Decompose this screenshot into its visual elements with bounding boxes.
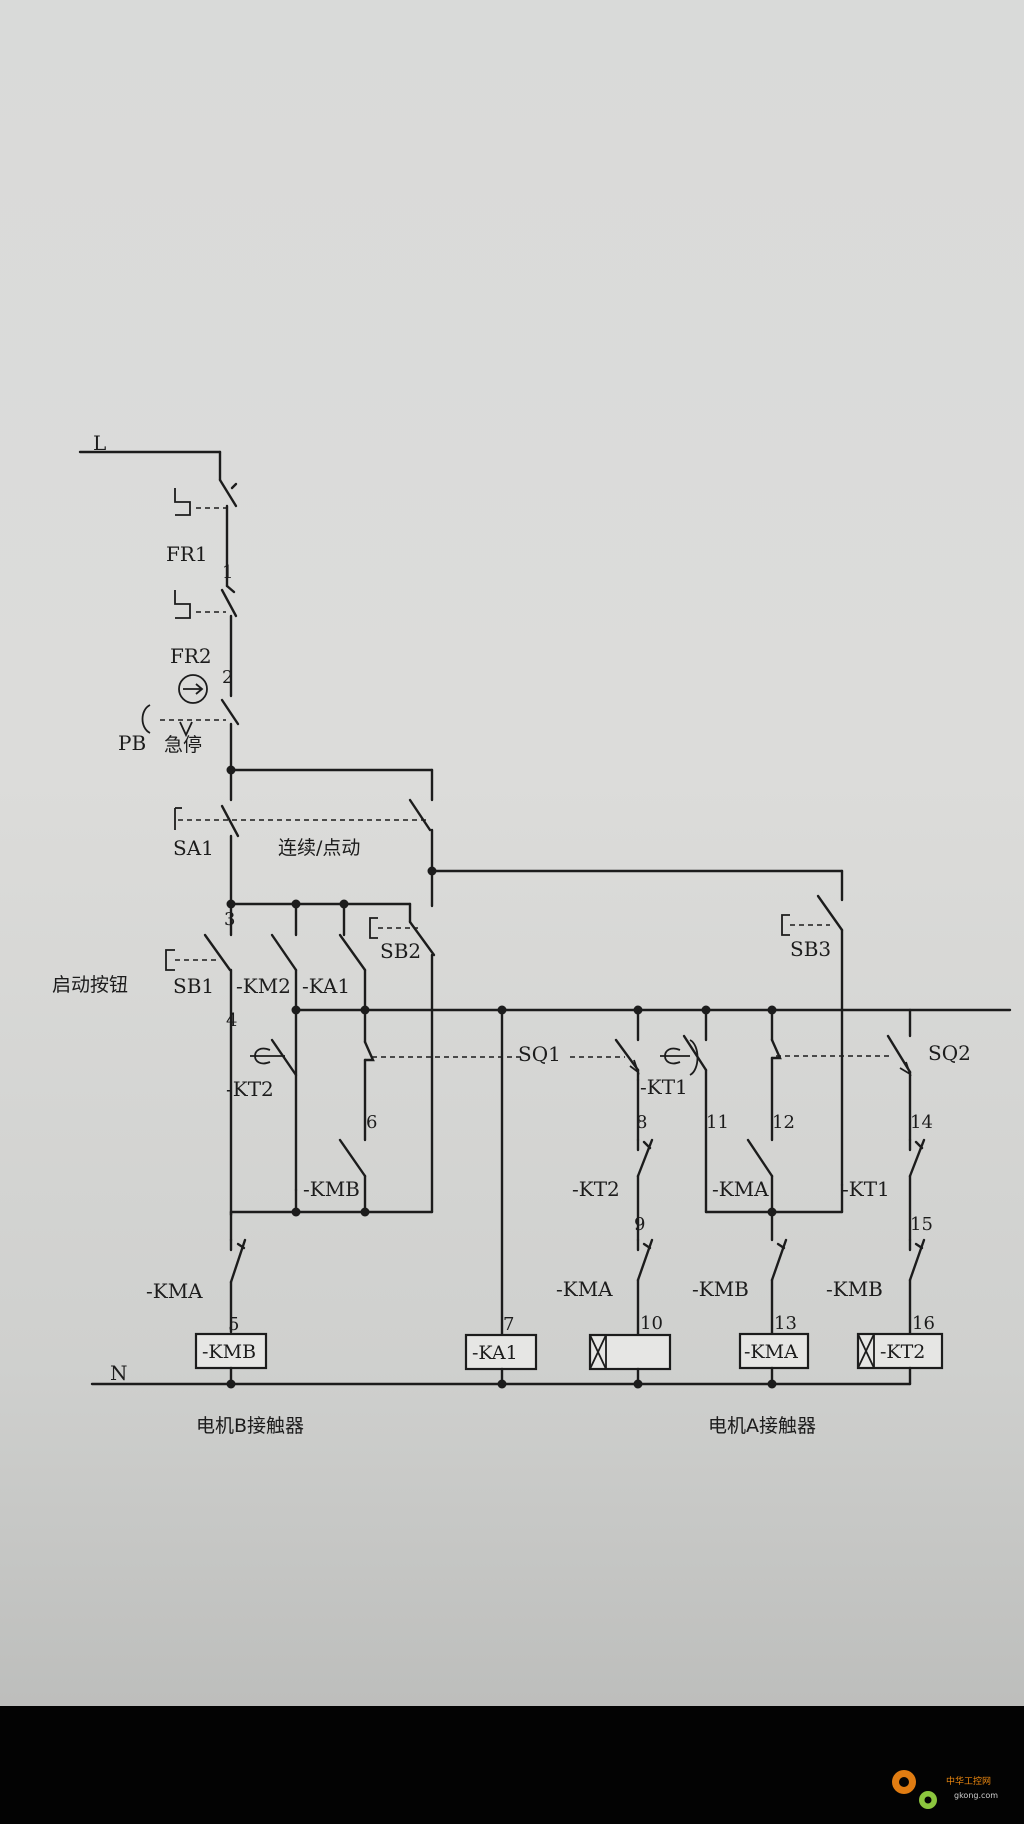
- wire-1: 1: [222, 562, 233, 583]
- wire-9: 9: [634, 1214, 645, 1235]
- wire-4: 4: [226, 1010, 237, 1031]
- watermark-url: gkong.com: [954, 1791, 998, 1800]
- sa1-selector: [174, 768, 434, 908]
- label-kmb-coil: -KMB: [202, 1341, 256, 1363]
- kmb-contact-bottom2: [908, 1138, 926, 1242]
- wire-12: 12: [772, 1112, 795, 1133]
- label-neutral-rail: N: [110, 1361, 128, 1385]
- sq-contact-12: [770, 1038, 782, 1142]
- wire-14: 14: [910, 1112, 933, 1133]
- label-line-rail: L: [93, 431, 106, 455]
- kma-contact-bottom: [908, 1238, 926, 1336]
- label-sb2: SB2: [380, 939, 421, 963]
- kma-contact-mid: [636, 1238, 654, 1337]
- kmb-contact-bottom1: [770, 1238, 788, 1336]
- label-kma-contact-left: -KMA: [146, 1279, 203, 1303]
- label-pb-cn: 急停: [164, 734, 202, 756]
- kmb-coil: [194, 1332, 268, 1370]
- ka1-contact: [338, 933, 367, 1012]
- label-kma-coil: -KMA: [744, 1341, 798, 1363]
- sq2-contact: [886, 1034, 912, 1142]
- kma-coil: [738, 1332, 810, 1370]
- wire-2: 2: [222, 667, 233, 688]
- wire-3: 3: [224, 909, 235, 930]
- kt1-timed-contact: [660, 1047, 690, 1065]
- wire-13: 13: [774, 1313, 797, 1334]
- caption-motor-b: 电机B接触器: [196, 1415, 304, 1437]
- wire-7: 7: [503, 1314, 514, 1335]
- label-fr2: FR2: [170, 644, 212, 668]
- kt1-coil: [588, 1333, 672, 1371]
- kt1-timed-contact-2: [682, 1034, 708, 1076]
- label-kt1-contact-right: -KT1: [842, 1177, 890, 1201]
- label-kma-contact-mid: -KMA: [556, 1277, 613, 1301]
- wire-5: 5: [228, 1314, 239, 1335]
- label-sb1-cn: 启动按钮: [52, 974, 128, 996]
- sq1-contact-left: [363, 1040, 375, 1142]
- fr2-contact: [174, 584, 238, 698]
- sq1-contact-right: [614, 1008, 640, 1082]
- label-ka1-coil: -KA1: [472, 1342, 518, 1364]
- label-sa1-cn: 连续/点动: [278, 837, 360, 859]
- label-kt1-contact: -KT1: [640, 1075, 688, 1099]
- caption-motor-a: 电机A接触器: [708, 1415, 816, 1437]
- label-kt2-coil: -KT2: [880, 1341, 925, 1363]
- label-kma-contact-12: -KMA: [712, 1177, 769, 1201]
- label-sb3: SB3: [790, 937, 831, 961]
- label-sq1: SQ1: [518, 1042, 561, 1066]
- label-ka1-contact: -KA1: [302, 974, 350, 998]
- gkong-logo: 中华工控网 gkong.com: [892, 1770, 998, 1809]
- wire-16: 16: [912, 1313, 935, 1334]
- wire-10: 10: [640, 1313, 663, 1334]
- label-sb1: SB1: [173, 974, 214, 998]
- label-kmb-contact-bottom1: -KMB: [692, 1277, 749, 1301]
- wire-6: 6: [366, 1112, 377, 1133]
- paper-background: [0, 0, 1024, 1706]
- label-kmb-contact-mid: -KMB: [303, 1177, 360, 1201]
- sb2-button: [369, 917, 436, 1214]
- kma-contact-left: [229, 1238, 247, 1334]
- label-sa1: SA1: [173, 836, 214, 860]
- kt2-timed-contact: [250, 1038, 298, 1077]
- sb3-button: [781, 894, 844, 1187]
- watermark-name: 中华工控网: [946, 1775, 991, 1787]
- line-rail: [78, 450, 222, 482]
- kt2-contact-right: [636, 1138, 654, 1242]
- black-bottom-bar: [0, 1706, 1024, 1824]
- kmb-contact-mid: [338, 1138, 367, 1214]
- label-fr1: FR1: [166, 542, 208, 566]
- kma-contact-12: [746, 1138, 774, 1214]
- label-pb: PB: [118, 731, 146, 755]
- label-km2: -KM2: [236, 974, 291, 998]
- km2-contact: [270, 933, 298, 1012]
- pb-emergency-stop: [141, 674, 240, 772]
- wire-15: 15: [910, 1214, 933, 1235]
- fr1-contact: [174, 478, 238, 588]
- wire-11: 11: [706, 1112, 729, 1133]
- label-kt2-contact: -KT2: [226, 1077, 274, 1101]
- wire-8: 8: [636, 1112, 647, 1133]
- label-kmb-contact-bottom2: -KMB: [826, 1277, 883, 1301]
- label-kt2-contact-right: -KT2: [572, 1177, 620, 1201]
- kt2-coil: [856, 1332, 944, 1370]
- label-sq2: SQ2: [928, 1041, 971, 1065]
- sb1-start-button: [165, 902, 233, 1217]
